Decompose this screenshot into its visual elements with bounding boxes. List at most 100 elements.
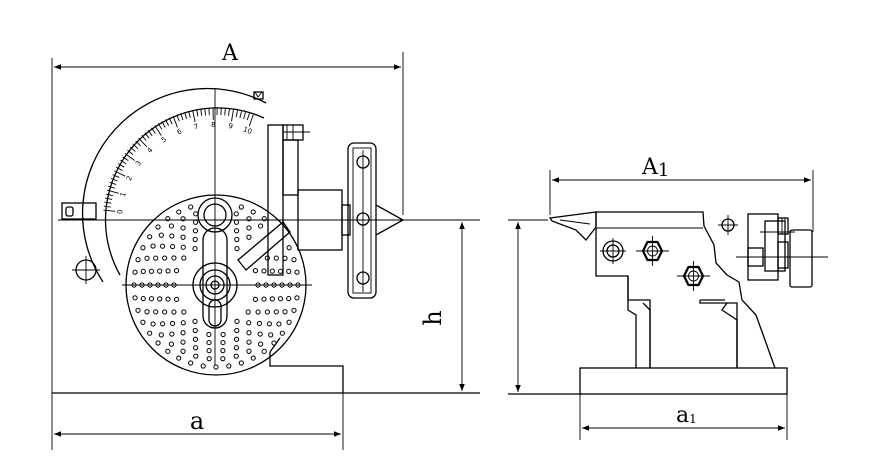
plate-hole — [192, 336, 199, 342]
plate-hole — [233, 353, 239, 359]
plate-hole — [257, 331, 263, 337]
dial-tick — [105, 193, 113, 197]
plate-hole — [150, 321, 156, 327]
plate-hole — [206, 348, 212, 354]
plate-hole — [171, 255, 177, 261]
plate-hole — [153, 255, 159, 261]
plate-hole — [148, 268, 155, 274]
plate-hole — [252, 268, 259, 274]
dial-number: 5 — [160, 135, 168, 144]
center-point — [375, 204, 405, 236]
dial-tick — [147, 129, 153, 137]
dial-number: 7 — [193, 123, 199, 132]
plate-hole — [188, 204, 194, 210]
plate-hole — [233, 211, 239, 217]
dial-tick — [132, 143, 139, 149]
plate-hole — [286, 268, 292, 275]
plate-hole — [238, 360, 244, 366]
plate-hole — [286, 245, 292, 251]
plate-hole — [173, 296, 180, 302]
dial-tick — [184, 112, 188, 120]
plate-hole — [213, 364, 219, 370]
plate-hole — [168, 341, 175, 347]
plate-hole — [271, 340, 277, 346]
plate-hole — [144, 309, 150, 315]
handle-screw-mid — [777, 241, 789, 269]
plate-hole — [238, 204, 244, 210]
plate-hole — [257, 223, 264, 229]
plate-hole — [206, 339, 212, 346]
dimension-A1-label: A1 — [641, 155, 669, 181]
plate-hole — [286, 319, 292, 325]
plate-hole — [160, 321, 166, 327]
plate-hole — [160, 243, 166, 249]
plate-hole — [234, 236, 240, 243]
handle-block — [747, 213, 779, 281]
plate-hole — [234, 318, 240, 324]
dial-number: 3 — [134, 159, 143, 167]
plate-hole — [246, 339, 252, 345]
dial-tick — [103, 209, 116, 212]
plate-hole — [291, 307, 297, 313]
plate-hole — [234, 327, 240, 334]
plate-hole — [264, 309, 270, 315]
plate-hole — [276, 321, 282, 327]
dial-tick — [120, 159, 127, 165]
dial-tick — [106, 189, 119, 194]
plate-hole — [158, 332, 164, 338]
dial-tick — [138, 137, 148, 148]
body-left-outline — [595, 212, 738, 368]
plate-hole — [257, 341, 264, 347]
plate-hole — [291, 257, 297, 263]
plate-hole — [246, 216, 252, 222]
radial-slot — [237, 221, 291, 271]
plate-hole — [165, 216, 171, 222]
handle-screw-top — [777, 217, 789, 235]
dial-tick — [246, 113, 250, 121]
plate-hole — [233, 336, 240, 342]
plate-hole — [277, 268, 284, 274]
plate-hole — [165, 348, 171, 354]
tailstock-center — [548, 211, 597, 241]
plate-hole — [180, 348, 186, 354]
dial-tick — [161, 121, 166, 128]
dial-tick — [124, 153, 135, 161]
plate-hole — [169, 243, 176, 250]
dial-tick — [157, 123, 163, 130]
dial-tick — [122, 156, 129, 162]
dimension-a1-label: a1 — [676, 403, 697, 428]
dial-tick — [228, 108, 230, 116]
dial-tick — [154, 125, 162, 136]
plate-hole — [165, 268, 171, 274]
plate-hole — [193, 353, 199, 359]
plate-hole — [192, 246, 198, 252]
plate-hole — [226, 363, 232, 369]
plate-hole — [176, 209, 182, 215]
plate-hole — [277, 296, 284, 302]
dial-tick — [176, 114, 180, 122]
plate-hole — [135, 257, 141, 263]
plate-hole — [233, 345, 239, 351]
plate-hole — [294, 269, 300, 275]
handwheel-inner — [352, 147, 372, 294]
plate-hole — [220, 331, 226, 338]
side-view: A1 a1 — [508, 155, 828, 440]
plate-hole — [147, 330, 153, 336]
plate-hole — [180, 339, 186, 345]
dial-number: 1 — [119, 191, 128, 197]
dial-tick — [200, 108, 203, 116]
index-plate-holes — [131, 204, 301, 370]
dial-tick — [239, 111, 242, 119]
dial-inner-arc — [104, 107, 265, 276]
plate-hole — [246, 330, 252, 336]
plate-hole — [206, 356, 212, 362]
plate-hole — [144, 255, 150, 261]
dial-tick — [127, 149, 134, 155]
plate-hole — [192, 236, 198, 243]
plate-hole — [181, 255, 187, 261]
plate-hole — [180, 216, 186, 222]
dial-tick — [105, 197, 113, 200]
plate-hole — [188, 360, 194, 366]
dial-tick — [117, 163, 125, 168]
